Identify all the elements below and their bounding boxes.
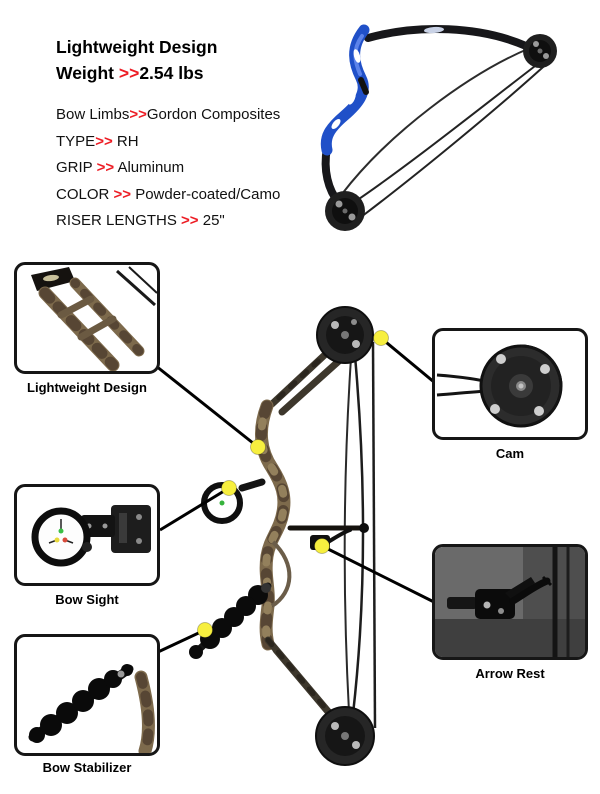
spec-label: COLOR — [56, 185, 114, 203]
callout-bow-sight — [14, 484, 160, 586]
camo-bow-photo — [189, 306, 377, 766]
spec-sep: >> — [129, 106, 147, 123]
spec-list: Lightweight Design Weight >>2.54 lbs Bow… — [56, 34, 306, 235]
blue-bow-strings — [341, 47, 554, 218]
spec-weight-value: 2.54 lbs — [139, 63, 204, 83]
blue-bow-top-limb — [364, 25, 530, 50]
spec-value: Aluminum — [114, 159, 185, 176]
callout-label-cam: Cam — [495, 446, 525, 461]
spec-label: Bow Limbs — [56, 106, 130, 123]
spec-weight: Weight >>2.54 lbs — [56, 60, 306, 86]
spec-label: GRIP — [56, 159, 97, 176]
spec-line-type: TYPE>> RH — [56, 129, 306, 156]
callout-label-lightweight-design: Lightweight Design — [27, 380, 147, 395]
blue-bow-riser — [320, 24, 370, 156]
callout-label-arrow-rest: Arrow Rest — [475, 666, 545, 681]
bow-stabilizer-photo — [28, 664, 155, 753]
blue-bow-bottom-cam — [325, 191, 365, 231]
callout-label-bow-sight: Bow Sight — [55, 592, 119, 607]
bow-sight-photo — [31, 505, 151, 567]
arrow-rest-photo — [435, 547, 585, 657]
spec-value: Powder-coated/Camo — [131, 185, 281, 203]
spec-sep: >> — [113, 185, 132, 203]
spec-weight-sep: >> — [118, 63, 140, 83]
spec-line-limbs: Bow Limbs>>Gordon Composites — [56, 102, 306, 129]
spec-line-riser: RISER LENGTHS >> 25" — [56, 208, 306, 235]
spec-label: RISER LENGTHS — [56, 212, 182, 229]
cam-photo — [436, 344, 563, 428]
camo-bow-strings — [343, 341, 377, 729]
blue-bow-top-cam — [523, 34, 557, 68]
callout-label-bow-stabilizer: Bow Stabilizer — [42, 760, 132, 775]
spec-title: Lightweight Design — [56, 37, 218, 57]
spec-weight-label: Weight — [56, 63, 119, 83]
lightweight-design-photo — [31, 266, 157, 371]
spec-sep: >> — [181, 212, 199, 229]
camo-bow-stabilizer — [189, 582, 272, 659]
limb-logo — [424, 26, 444, 34]
callout-cam — [432, 328, 588, 440]
blue-bow-grip — [358, 77, 369, 95]
blue-bow-photo — [320, 24, 557, 231]
spec-value: Gordon Composites — [146, 106, 281, 123]
camo-bow-top-cam — [316, 306, 374, 364]
camo-bow-riser — [254, 399, 292, 651]
callout-arrow-rest — [432, 544, 588, 660]
spec-label: TYPE — [56, 132, 96, 150]
callout-bow-stabilizer — [14, 634, 160, 756]
wrist-sling — [270, 540, 292, 608]
spec-line-grip: GRIP >> Aluminum — [56, 155, 306, 182]
callout-lightweight-design — [14, 262, 160, 374]
spec-value: 25" — [198, 212, 225, 229]
string-stopper-rod — [287, 523, 369, 533]
camo-bow-sight — [201, 478, 266, 524]
spec-value: RH — [112, 132, 139, 150]
camo-bow-top-limb — [268, 346, 344, 416]
camo-bow-bottom-cam — [315, 706, 375, 766]
spec-line-color: COLOR >> Powder-coated/Camo — [56, 182, 306, 209]
spec-sep: >> — [95, 132, 113, 150]
spec-sep: >> — [96, 159, 115, 176]
spec-items: Bow Limbs>>Gordon Composites TYPE>> RH G… — [56, 102, 306, 235]
